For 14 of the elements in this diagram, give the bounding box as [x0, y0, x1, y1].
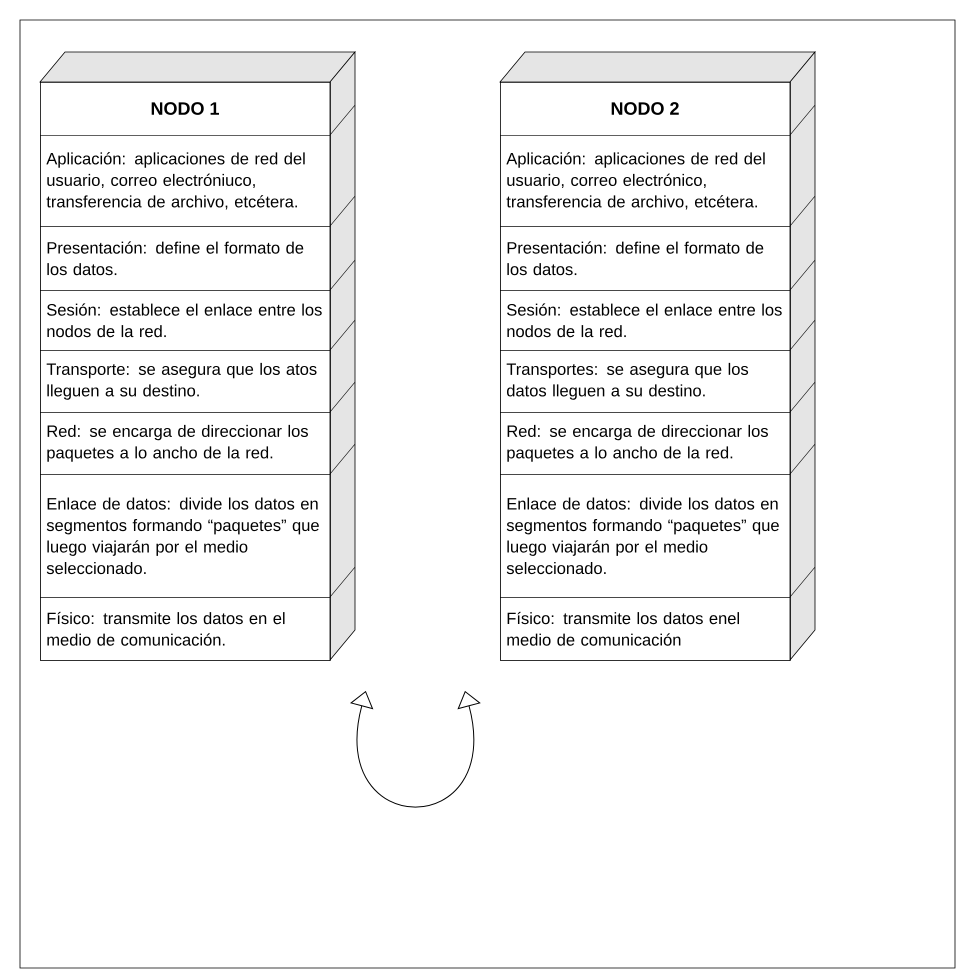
layer-box: Físico: transmite los datos enel medio de comunicación: [500, 597, 791, 661]
layer-box: Físico: transmite los datos en el medio de comunicación.: [40, 597, 331, 661]
layer-box: Transporte: se asegura que los atos lleguen a su destino.: [40, 350, 331, 413]
layer-box: Red: se encarga de direccionar los paquetes a lo ancho de la red.: [500, 412, 791, 475]
layer-box: Aplicación: aplicaciones de red del usuario, correo electrónico, transferencia de archivo, etcétera.: [500, 135, 791, 227]
layer-box: Presentación: define el formato de los datos.: [40, 226, 331, 291]
layer-box: Enlace de datos: divide los datos en segmentos formando “paquetes” que luego viajarán por el medio seleccionado.: [500, 474, 791, 598]
layer-box: Enlace de datos: divide los datos en segmentos formando “paquetes” que luego viajarán por el medio seleccionado.: [40, 474, 331, 598]
layer-box: Presentación: define el formato de los datos.: [500, 226, 791, 291]
layer-box: Aplicación: aplicaciones de red del usuario, correo electróniuco, transferencia de archivo, etcétera.: [40, 135, 331, 227]
layer-box: Sesión: establece el enlace entre los nodos de la red.: [40, 290, 331, 351]
layer-box: Transportes: se asegura que los datos lleguen a su destino.: [500, 350, 791, 413]
layer-box: Red: se encarga de direccionar los paquetes a lo ancho de la red.: [40, 412, 331, 475]
layer-box: Sesión: establece el enlace entre los nodos de la red.: [500, 290, 791, 351]
